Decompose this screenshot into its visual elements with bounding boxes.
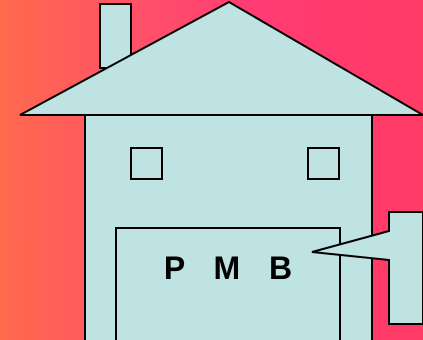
window-right (308, 148, 339, 179)
house-roof (20, 2, 423, 115)
window-left (131, 148, 162, 179)
garage-door-label: P M B (116, 252, 340, 284)
